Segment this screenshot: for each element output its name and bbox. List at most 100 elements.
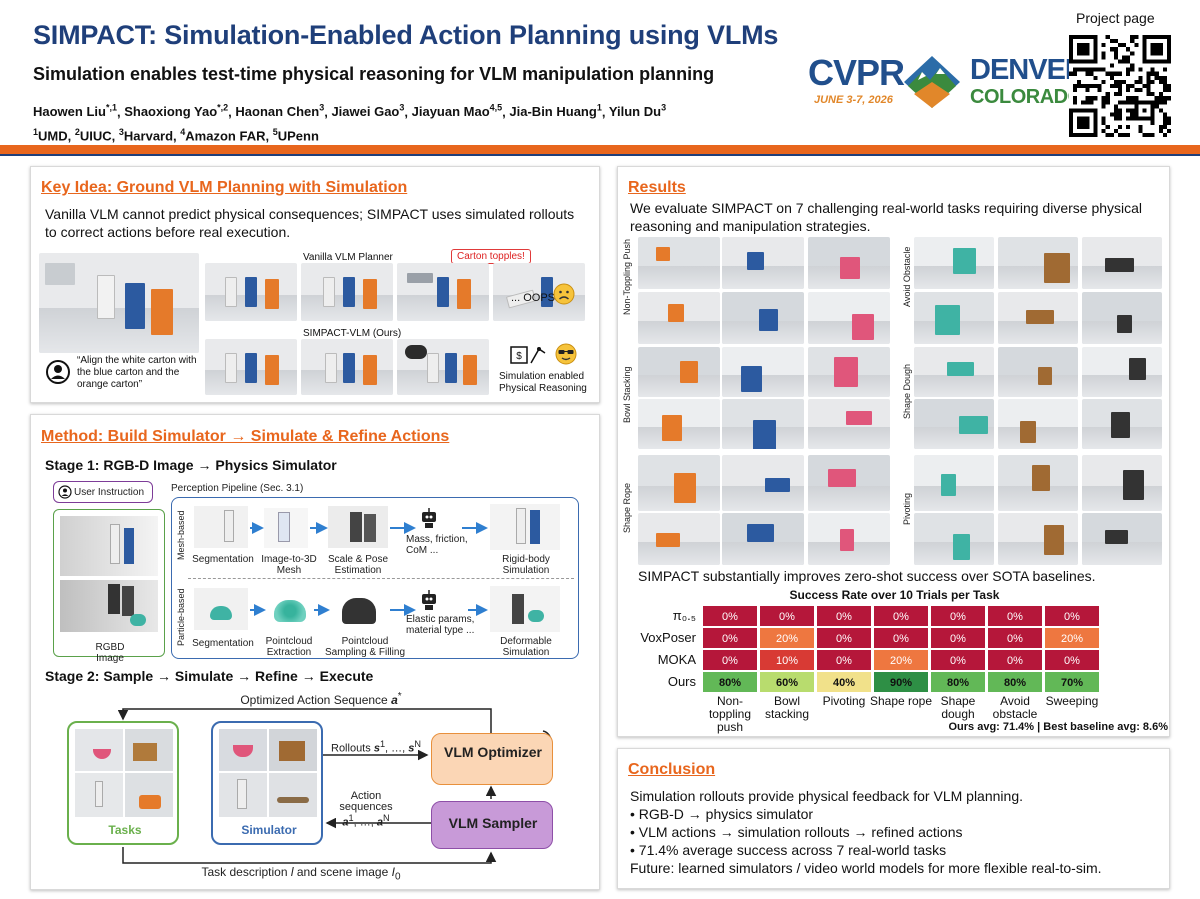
heatmap-cell: 0% — [930, 605, 986, 627]
tasks-label: Tasks — [108, 823, 142, 837]
user-icon — [58, 485, 72, 499]
heatmap-cell: 0% — [930, 627, 986, 649]
mesh-3d-thumb — [264, 508, 308, 548]
robot-icon — [422, 508, 436, 528]
heatmap-cell: 0% — [816, 605, 872, 627]
qr-code-icon[interactable] — [1069, 35, 1171, 137]
task-photo — [914, 292, 994, 344]
mesh-step-2: Image-to-3D Mesh — [261, 554, 317, 576]
stage2-heading: Stage 2: Sample → Simulate → Refine → Ex… — [45, 668, 374, 684]
vlm-optimizer-label: VLM Optimizer — [443, 744, 542, 760]
heatmap-cell: 60% — [759, 671, 815, 693]
author-name: Yilun Du3 — [608, 103, 667, 120]
conclusion-bullet-1: • RGB-D → physics simulator — [630, 806, 814, 822]
conclusion-intro: Simulation rollouts provide physical fee… — [630, 788, 1023, 804]
mesh-step-4: Mass, friction, CoM ... — [406, 534, 468, 556]
task-photo — [998, 292, 1078, 344]
results-title: Results — [628, 179, 686, 196]
task-photo — [638, 237, 720, 289]
svg-text:$: $ — [516, 351, 522, 362]
conclusion-bullet-3: • 71.4% average success across 7 real-wo… — [630, 842, 947, 858]
cool-face-icon — [555, 343, 577, 365]
user-instruction-label: User Instruction — [74, 487, 145, 498]
depth-image — [60, 580, 158, 632]
user-instruction-box: User Instruction — [53, 481, 153, 503]
task-photo — [914, 399, 994, 449]
task-photo — [808, 237, 890, 289]
heatmap-column-label: Non-toppling push — [708, 694, 752, 734]
reasoning-label: Simulation enabled Physical Reasoning — [499, 371, 587, 394]
heatmap-cell: 0% — [987, 649, 1043, 671]
poster-header: SIMPACT: Simulation-Enabled Action Plann… — [0, 0, 1200, 144]
task-photo — [808, 292, 890, 344]
vlm-sampler-box: VLM Sampler — [431, 801, 553, 849]
heatmap-cell: 0% — [816, 649, 872, 671]
poster-subtitle: Simulation enables test-time physical re… — [33, 64, 715, 84]
task-photo — [998, 399, 1078, 449]
key-idea-text: Vanilla VLM cannot predict physical cons… — [45, 206, 575, 240]
conclusion-bullet-2: • VLM actions → simulation rollouts → re… — [630, 824, 963, 840]
task-photo — [722, 237, 804, 289]
header-divider — [0, 145, 1200, 154]
mesh-step-1: Segmentation — [192, 554, 254, 565]
stage1-heading: Stage 1: RGB-D Image → Physics Simulator — [45, 457, 337, 473]
rigid-sim-thumb — [490, 504, 560, 550]
task-photo — [914, 455, 994, 511]
task-photo — [1082, 399, 1162, 449]
heatmap-cell: 10% — [759, 649, 815, 671]
heatmap-cell: 0% — [873, 605, 929, 627]
oops-label: ... OOPS! — [511, 292, 559, 304]
cvpr-word: CVPR — [808, 52, 905, 93]
task-label-right-2: Shape Dough — [902, 363, 912, 419]
heatmap-cell: 0% — [759, 605, 815, 627]
heatmap-cell: 80% — [987, 671, 1043, 693]
conclusion-title: Conclusion — [628, 761, 716, 778]
task-photo — [722, 292, 804, 344]
sad-face-icon — [553, 283, 575, 305]
task-photo — [914, 513, 994, 565]
heatmap-cell: 0% — [987, 605, 1043, 627]
mountain-logo-icon — [904, 56, 960, 108]
affiliation-name: UPenn — [277, 128, 319, 144]
heatmap-column-label: Shape rope — [869, 694, 933, 708]
scene-photo — [39, 253, 199, 353]
tasks-box: Tasks — [67, 721, 179, 845]
optimized-seq-label: Optimized Action Sequence a* — [240, 691, 402, 707]
task-photo — [722, 347, 804, 397]
ours-frame-3 — [397, 339, 489, 395]
heatmap-row-label: Ours — [667, 674, 696, 689]
rollouts-label: Rollouts s1, …, sN — [331, 739, 422, 755]
author-name: Haonan Chen3 — [235, 103, 325, 120]
task-label-left-2: Bowl Stacking — [622, 366, 632, 423]
rgbd-frame: RGBD Image — [53, 509, 165, 664]
heatmap-column-label: Pivoting — [822, 694, 866, 708]
task-photo — [998, 513, 1078, 565]
task-photo — [638, 399, 720, 449]
task-photo — [998, 455, 1078, 511]
mesh-seg-thumb — [194, 506, 248, 548]
user-icon — [46, 360, 70, 384]
task-photo — [638, 292, 720, 344]
rgbd-label: RGBD Image — [95, 642, 125, 664]
task-label-left-1: Non-Toppling Push — [622, 238, 632, 315]
simulator-label: Simulator — [241, 823, 297, 837]
heatmap-cell: 0% — [816, 627, 872, 649]
particle-step-2: Pointcloud Extraction — [265, 636, 313, 658]
task-photo — [1082, 513, 1162, 565]
chart-title: Success Rate over 10 Trials per Task — [789, 588, 1000, 602]
authors-line: Haowen Liu*,1, Shaoxiong Yao*,2, Haonan … — [33, 103, 667, 120]
conclusion-panel: Conclusion Simulation rollouts provide p… — [617, 748, 1170, 889]
task-photo — [808, 399, 890, 449]
vanilla-label: Vanilla VLM Planner — [303, 252, 393, 263]
particle-step-5: Deformable Simulation — [500, 636, 552, 658]
topples-label: Carton topples! — [451, 249, 531, 264]
heatmap-cell: 0% — [930, 649, 986, 671]
task-photo — [998, 237, 1078, 289]
affiliation-name: Harvard — [123, 128, 174, 144]
task-photo — [1082, 347, 1162, 397]
task-photo — [638, 513, 720, 565]
ours-frame-2 — [301, 339, 393, 395]
conclusion-future: Future: learned simulators / video world… — [630, 860, 1102, 876]
results-summary: SIMPACT substantially improves zero-shot… — [638, 568, 1096, 584]
